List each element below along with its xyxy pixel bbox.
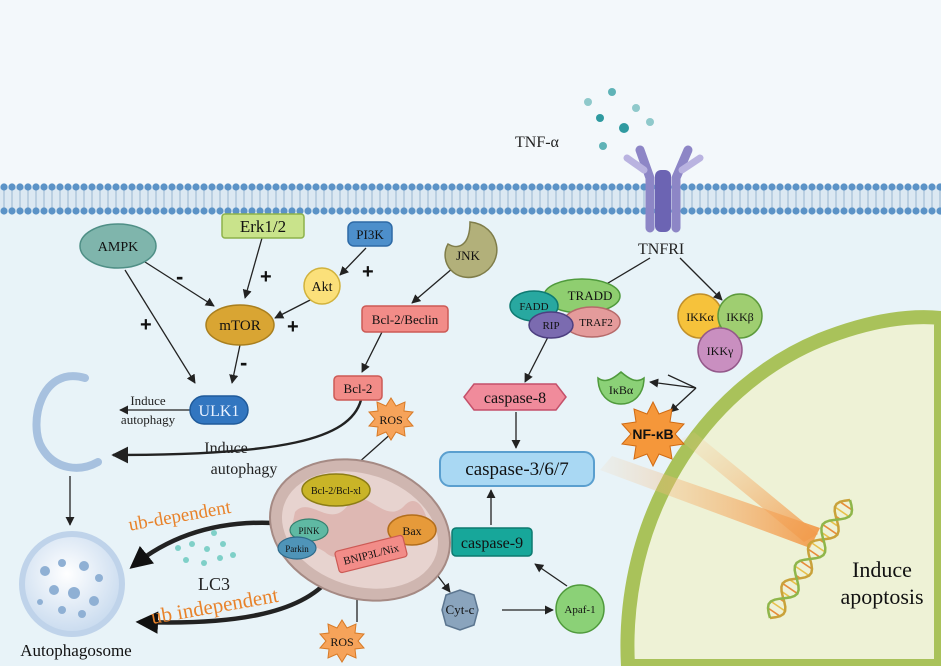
ikka-label: IKKα bbox=[686, 310, 714, 324]
ikkb-node bbox=[717, 293, 763, 339]
bcl2-bclxl-node bbox=[301, 473, 371, 507]
extracellular-area bbox=[0, 0, 941, 185]
sign-ampk-mtor: - bbox=[176, 264, 183, 289]
parkin-node bbox=[277, 536, 317, 560]
ros-bottom-label: ROS bbox=[330, 635, 353, 649]
rip-label: RIP bbox=[542, 320, 559, 332]
sign-akt-mtor: + bbox=[287, 316, 299, 338]
caspase367-node bbox=[439, 451, 595, 487]
jnk-label: JNK bbox=[456, 248, 480, 263]
akt-node bbox=[303, 267, 341, 305]
bcl2-beclin-node bbox=[361, 305, 449, 333]
induce-apoptosis-line2: apoptosis bbox=[840, 584, 923, 609]
ikba-node bbox=[597, 371, 645, 405]
caspase367-label: caspase-3/6/7 bbox=[465, 459, 568, 480]
induce-autophagy-2-line2: autophagy bbox=[211, 461, 278, 478]
apoptosis-beam-1 bbox=[600, 456, 820, 548]
nfkb-label: NF-κB bbox=[632, 426, 673, 442]
tnf-receptor bbox=[623, 145, 704, 233]
bax-label: Bax bbox=[402, 524, 421, 538]
tnf-alpha-dots bbox=[584, 88, 654, 150]
bcl2-node bbox=[333, 375, 383, 401]
apoptosis-beam-2 bbox=[680, 432, 818, 542]
bcl2-beclin-label: Bcl-2/Beclin bbox=[372, 312, 439, 327]
tnfri-label: TNFRI bbox=[638, 241, 684, 258]
dna-helix bbox=[766, 498, 854, 620]
ampk-node bbox=[79, 223, 157, 269]
erk-node bbox=[221, 213, 305, 239]
induce-autophagy-2-line1: Induce bbox=[204, 440, 248, 457]
sign-erk-mtor: + bbox=[260, 266, 272, 288]
mtor-label: mTOR bbox=[219, 318, 260, 334]
cytc-label: Cyt-c bbox=[446, 602, 475, 617]
ros-bottom-star bbox=[319, 619, 365, 663]
traf2-label: TRAF2 bbox=[579, 317, 613, 329]
ikkg-node bbox=[697, 327, 743, 373]
caspase9-node bbox=[451, 527, 533, 557]
cytc-node bbox=[441, 589, 479, 631]
autophagosome bbox=[19, 531, 125, 637]
sign-pi3k-akt: + bbox=[362, 261, 374, 283]
ampk-label: AMPK bbox=[98, 240, 138, 255]
apaf1-label: Apaf-1 bbox=[564, 604, 595, 616]
ikba-label: IκBα bbox=[609, 383, 634, 397]
lc3-label: LC3 bbox=[198, 574, 230, 594]
lc3-dots bbox=[175, 530, 236, 566]
autophagosome-label: Autophagosome bbox=[20, 641, 131, 660]
fadd-label: FADD bbox=[519, 301, 548, 313]
sign-ampk-ulk1: + bbox=[140, 314, 152, 336]
pi3k-node bbox=[347, 221, 393, 247]
cell-membrane bbox=[0, 183, 941, 215]
ros-top-label: ROS bbox=[379, 413, 402, 427]
ulk1-label: ULK1 bbox=[199, 403, 240, 420]
parkin-label: Parkin bbox=[285, 544, 309, 554]
nfkb-star bbox=[621, 400, 685, 468]
erk-label: Erk1/2 bbox=[240, 217, 286, 236]
rip-node bbox=[528, 311, 574, 339]
caspase9-label: caspase-9 bbox=[461, 535, 523, 552]
ikkb-label: IKKβ bbox=[726, 310, 753, 324]
sign-mtor-ulk1: - bbox=[240, 350, 247, 375]
phagophore bbox=[32, 372, 102, 472]
mtor-node bbox=[205, 304, 275, 346]
ulk1-node bbox=[189, 395, 249, 425]
pink-label: PINK bbox=[298, 526, 320, 536]
induce-autophagy-1-line2: autophagy bbox=[121, 412, 176, 427]
induce-autophagy-1-line1: Induce bbox=[130, 393, 166, 408]
ikkg-label: IKKγ bbox=[707, 344, 734, 358]
akt-label: Akt bbox=[312, 280, 333, 295]
jnk-node bbox=[444, 221, 498, 278]
caspase8-label: caspase-8 bbox=[484, 390, 546, 407]
induce-apoptosis-line1: Induce bbox=[852, 557, 912, 582]
tradd-label: TRADD bbox=[568, 288, 613, 303]
bcl2-bclxl-label: Bcl-2/Bcl-xl bbox=[311, 486, 361, 497]
caspase8-node bbox=[463, 383, 567, 411]
tnf-alpha-label: TNF-α bbox=[515, 134, 560, 151]
bcl2-label: Bcl-2 bbox=[344, 381, 373, 396]
pi3k-label: PI3K bbox=[356, 227, 384, 242]
nucleus bbox=[620, 310, 941, 666]
apaf1-node bbox=[555, 584, 605, 634]
bnip3l-node bbox=[334, 534, 408, 574]
ros-top-star bbox=[368, 397, 414, 441]
